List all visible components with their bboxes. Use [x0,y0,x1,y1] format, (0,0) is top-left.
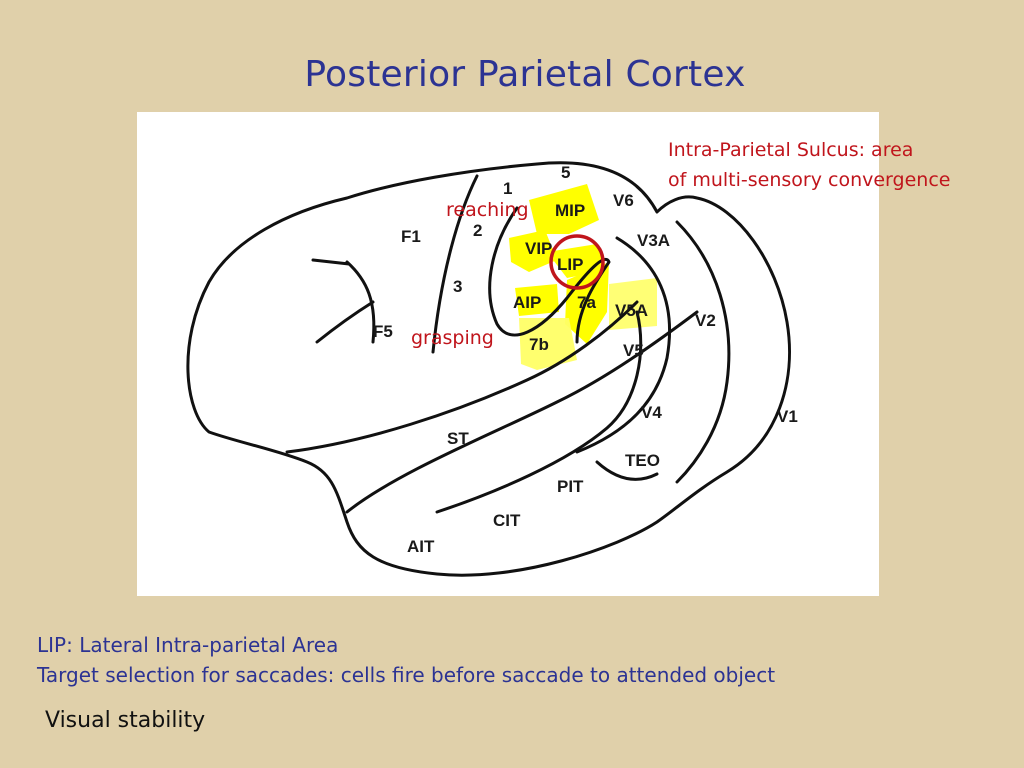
area-label-pit: PIT [557,477,584,496]
highlight-aip [515,284,559,316]
reaching-annotation: reaching [446,199,529,221]
arcuate-sulcus [311,258,376,344]
brain-diagram-svg: F1 F5 1 2 3 5 MIP VIP LIP AIP 7a 7b V5A … [186,161,798,577]
area-label-cit: CIT [493,511,521,530]
sylvian-fissure [285,300,639,454]
caption-line1: LIP: Lateral Intra-parietal Area [37,633,339,657]
highlight-vip [509,230,557,272]
area-labels: F1 F5 1 2 3 5 MIP VIP LIP AIP 7a 7b V5A … [373,163,798,556]
highlight-7a [565,262,609,344]
area-label-7b: 7b [529,335,549,354]
area-label-mip: MIP [555,201,585,220]
area-label-v3a: V3A [637,231,670,250]
area-label-v6: V6 [613,191,634,210]
lip-marker-circle [549,234,605,290]
area-label-7a: 7a [577,293,596,312]
ios-sulcus [595,460,659,481]
highlight-7b [519,318,577,370]
area-label-vip: VIP [525,239,552,258]
area-label-3: 3 [453,277,462,296]
area-label-v5: V5 [623,341,644,360]
principal-sulcus [315,300,375,344]
area-label-v5a: V5A [615,301,648,320]
brain-outline [186,161,791,577]
lunate-sulcus [675,220,731,484]
ips-annotation-line2: of multi-sensory convergence [668,169,951,191]
area-label-f5: F5 [373,322,393,341]
area-label-teo: TEO [625,451,660,470]
area-label-lip: LIP [557,255,583,274]
area-label-v1: V1 [777,407,798,426]
area-label-aip: AIP [513,293,541,312]
sts-lower [435,310,643,514]
area-label-5: 5 [561,163,570,182]
highlight-mip [529,184,599,234]
highlight-regions [509,184,657,370]
area-label-ait: AIT [407,537,435,556]
ips-annotation: Intra-Parietal Sulcus: area of multi-sen… [668,135,950,195]
footer-text: Visual stability [45,708,206,733]
central-sulcus [431,174,479,354]
cortex-outline [186,161,791,577]
area-label-st: ST [447,429,469,448]
area-label-f1: F1 [401,227,421,246]
area-label-2: 2 [473,221,482,240]
caption: LIP: Lateral Intra-parietal Area Target … [37,630,775,690]
brain-diagram: F1 F5 1 2 3 5 MIP VIP LIP AIP 7a 7b V5A … [137,112,879,596]
caption-line2: Target selection for saccades: cells fir… [37,663,776,687]
ips-annotation-line1: Intra-Parietal Sulcus: area [668,139,914,161]
area-label-1: 1 [503,179,512,198]
grasping-annotation: grasping [411,327,494,349]
area-label-v4: V4 [641,403,662,422]
temporal-lower-outline [345,310,699,514]
sts-upper [575,236,672,454]
slide-title: Posterior Parietal Cortex [304,54,746,95]
area-label-v2: V2 [695,311,716,330]
